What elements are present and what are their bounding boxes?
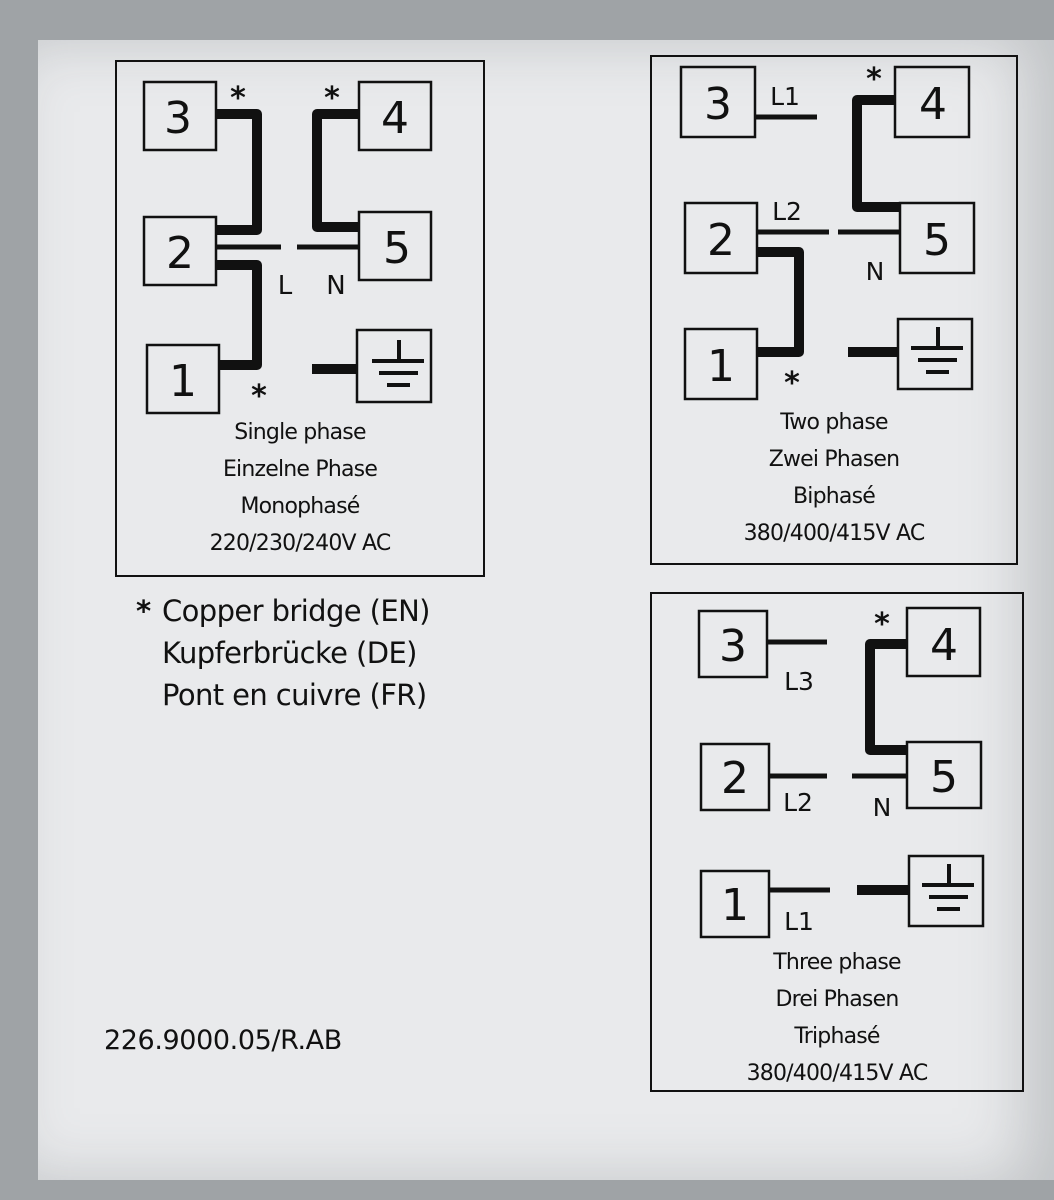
two-phase-diagram: 3 4 2 5 1 * * L1 L2 N Two phase Zwei Pha…: [650, 55, 1018, 565]
bridge-mark: *: [251, 379, 267, 414]
terminal-box: [898, 201, 976, 275]
terminal-box: [699, 869, 771, 939]
three-phase-diagram: 3 4 2 5 1 * L3 L2 N L1 Three phase Drei …: [650, 592, 1024, 1092]
terminal-number: 5: [930, 752, 958, 803]
ground-icon: [372, 340, 424, 387]
earth-terminal: [312, 328, 433, 404]
caption-line: Biphasé: [793, 484, 876, 509]
terminal-number: 2: [166, 228, 194, 279]
terminal-number: 3: [704, 79, 732, 130]
terminal-number: 3: [719, 621, 747, 672]
terminal-number: 2: [721, 753, 749, 804]
wire-label: L2: [772, 197, 802, 226]
ground-icon: [922, 864, 974, 911]
terminal-box: [683, 327, 759, 401]
terminal-box: [683, 201, 759, 275]
wire-label: L2: [783, 788, 813, 817]
caption-line: Three phase: [773, 950, 901, 975]
copper-bridge: [216, 260, 262, 370]
wire-label: N: [326, 271, 345, 301]
legend-line: * Copper bridge (EN): [136, 590, 431, 632]
caption-line: Einzelne Phase: [222, 457, 378, 482]
caption-line: Two phase: [780, 410, 888, 435]
ground-icon: [911, 327, 963, 374]
terminal-number: 5: [923, 215, 951, 266]
wire-label: N: [866, 257, 885, 286]
diagram-caption: Two phase Zwei Phasen Biphasé 380/400/41…: [652, 404, 1016, 552]
earth-terminal: [857, 854, 985, 928]
three-phase-wiring: 3 4 2 5 1 * L3 L2 N L1: [697, 606, 985, 939]
caption-line: 380/400/415V AC: [746, 1061, 929, 1086]
earth-terminal: [848, 317, 974, 391]
copper-bridge: [757, 247, 804, 357]
caption-line: 380/400/415V AC: [743, 521, 926, 546]
copper-bridge: [216, 109, 262, 235]
two-phase-wiring: 3 4 2 5 1 * * L1 L2 N: [679, 62, 976, 401]
copper-bridge: [852, 95, 900, 212]
caption-line: Triphasé: [794, 1024, 880, 1049]
legend-line: Kupferbrücke (DE): [162, 636, 418, 670]
legend-star: *: [136, 594, 151, 628]
terminal-number: 4: [381, 93, 409, 144]
part-number: 226.9000.05/R.AB: [104, 1025, 342, 1056]
bridge-mark: *: [784, 366, 800, 401]
caption-line: Single phase: [234, 420, 366, 445]
terminal-box: [145, 343, 221, 415]
copper-bridge: [865, 639, 907, 755]
legend-text: Copper bridge (EN): [162, 594, 431, 628]
copper-bridge-legend: * Copper bridge (EN) Kupferbrücke (DE) P…: [96, 590, 431, 716]
single-phase-diagram: 3 4 2 5 1 * * * L N Single phase Einzeln…: [115, 60, 485, 577]
wire-label: L1: [770, 82, 800, 111]
wire-label: N: [873, 793, 892, 822]
wire-label: L3: [784, 667, 814, 696]
caption-line: 220/230/240V AC: [209, 531, 392, 556]
caption-line: Drei Phasen: [775, 987, 900, 1012]
legend-line: Pont en cuivre (FR): [162, 678, 427, 712]
terminal-number: 5: [383, 223, 411, 274]
terminal-number: 3: [164, 93, 192, 144]
terminal-number: 1: [707, 341, 735, 392]
diagram-caption: Three phase Drei Phasen Triphasé 380/400…: [652, 944, 1022, 1092]
terminal-box: [142, 215, 218, 287]
bridge-mark: *: [874, 607, 890, 642]
wire-label: L: [278, 271, 293, 301]
terminal-number: 1: [169, 356, 197, 407]
copper-bridge: [312, 109, 359, 232]
bridge-mark: *: [324, 81, 340, 116]
terminal-number: 1: [721, 880, 749, 931]
bridge-mark: *: [866, 62, 882, 97]
diagram-caption: Single phase Einzelne Phase Monophasé 22…: [117, 414, 483, 562]
wire-label: L1: [784, 907, 814, 936]
terminal-number: 4: [919, 79, 947, 130]
caption-line: Monophasé: [240, 494, 360, 519]
terminal-number: 4: [930, 620, 958, 671]
terminal-number: 2: [707, 215, 735, 266]
single-phase-wiring: 3 4 2 5 1 * * * L N: [142, 80, 433, 415]
terminal-box: [679, 65, 757, 139]
caption-line: Zwei Phasen: [768, 447, 900, 472]
bridge-mark: *: [230, 81, 246, 116]
